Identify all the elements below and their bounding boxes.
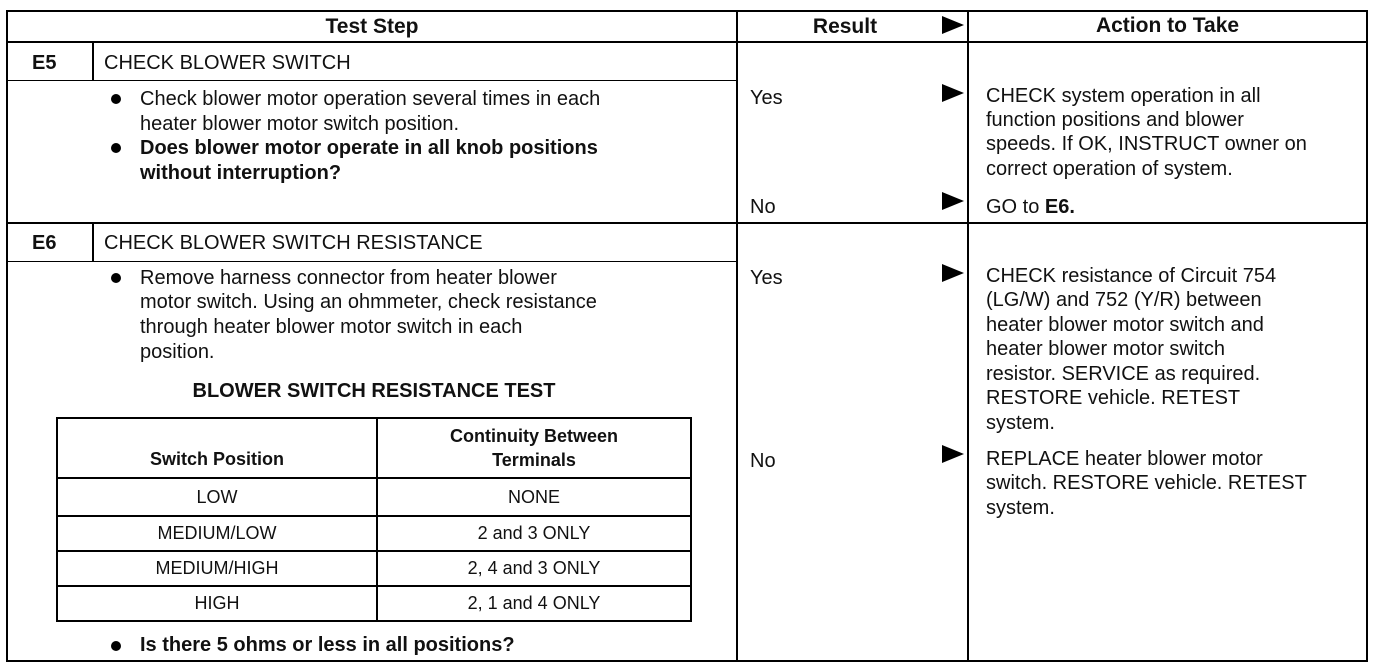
- e6-step-id: E6: [32, 232, 57, 254]
- e5-no-action: GO to E6.: [986, 195, 1075, 220]
- table-header-continuity-line2: Terminals: [492, 450, 576, 470]
- e5-yes-label: Yes: [750, 87, 783, 109]
- e6-id-divider: [92, 224, 94, 262]
- table-cell-continuity: 2, 1 and 4 ONLY: [376, 585, 692, 622]
- table-cell-position: MEDIUM/HIGH: [56, 550, 378, 587]
- table-cell-continuity: NONE: [376, 477, 692, 517]
- e6-yes-action-line3: heater blower motor switch and: [986, 314, 1264, 336]
- table-row: HIGH 2, 1 and 4 ONLY: [56, 585, 692, 622]
- e5-bullet2-icon: [111, 143, 121, 153]
- e6-bullet1-line1: Remove harness connector from heater blo…: [140, 267, 557, 289]
- e5-yes-action-line3: speeds. If OK, INSTRUCT owner on: [986, 133, 1307, 155]
- bottom-border: [6, 660, 1368, 662]
- top-border: [6, 10, 1368, 12]
- e5-bullet1-line1: Check blower motor operation several tim…: [140, 88, 601, 110]
- right-border: [1366, 10, 1368, 662]
- e6-bullet2: Is there 5 ohms or less in all positions…: [140, 634, 515, 656]
- e5-e6-separator: [6, 222, 1368, 224]
- e6-yes-action-line2: (LG/W) and 752 (Y/R) between: [986, 289, 1262, 311]
- e5-yes-action-line2: function positions and blower: [986, 109, 1244, 131]
- e5-bullet1-line2: heater blower motor switch position.: [140, 113, 460, 135]
- e5-step-title: CHECK BLOWER SWITCH: [104, 52, 351, 74]
- e5-bullet2-line1: Does blower motor operate in all knob po…: [140, 137, 598, 159]
- e5-no-arrow-icon: [942, 192, 964, 210]
- result-column-left-border: [736, 10, 738, 662]
- e6-yes-label: Yes: [750, 267, 783, 289]
- e5-yes-action-line4: correct operation of system.: [986, 158, 1233, 180]
- e6-bullet1-icon: [111, 273, 121, 283]
- e5-no-label: No: [750, 196, 776, 218]
- e5-bullet1-icon: [111, 94, 121, 104]
- table-row: MEDIUM/LOW 2 and 3 ONLY: [56, 515, 692, 552]
- e6-bullet1-line2: motor switch. Using an ohmmeter, check r…: [140, 291, 597, 313]
- table-header-continuity-line1: Continuity Between: [449, 426, 618, 446]
- header-bottom-border: [6, 41, 1368, 43]
- table-row: MEDIUM/HIGH 2, 4 and 3 ONLY: [56, 550, 692, 587]
- table-header-switch-position: Switch Position: [56, 417, 378, 479]
- left-border: [6, 10, 8, 662]
- table-cell-position: MEDIUM/LOW: [56, 515, 378, 552]
- header-arrow-icon: [942, 16, 964, 34]
- table-cell-position: LOW: [56, 477, 378, 517]
- e5-yes-arrow-icon: [942, 84, 964, 102]
- e6-bullet1-line4: position.: [140, 341, 215, 363]
- e6-yes-action-line7: system.: [986, 412, 1055, 434]
- e5-bullet2-line2: without interruption?: [140, 162, 342, 184]
- e5-id-divider: [92, 43, 94, 81]
- e5-step-id: E5: [32, 52, 57, 74]
- e5-no-action-prefix: GO to: [986, 196, 1045, 218]
- action-column-left-border: [967, 10, 969, 662]
- e6-step-title: CHECK BLOWER SWITCH RESISTANCE: [104, 232, 483, 254]
- e5-title-underline: [6, 80, 736, 81]
- e6-no-action-line1: REPLACE heater blower motor: [986, 448, 1263, 470]
- e6-no-action-line3: system.: [986, 497, 1055, 519]
- table-cell-continuity: 2 and 3 ONLY: [376, 515, 692, 552]
- e6-yes-action-line4: heater blower motor switch: [986, 338, 1225, 360]
- e6-no-label: No: [750, 450, 776, 472]
- e6-bullet2-icon: [111, 641, 121, 651]
- table-cell-position: HIGH: [56, 585, 378, 622]
- e5-no-action-target[interactable]: E6.: [1044, 196, 1075, 218]
- e6-yes-action-line1: CHECK resistance of Circuit 754: [986, 265, 1277, 287]
- header-result: Result: [812, 15, 878, 38]
- e6-bullet1-line3: through heater blower motor switch in ea…: [140, 316, 523, 338]
- e6-table-title: BLOWER SWITCH RESISTANCE TEST: [192, 380, 556, 402]
- e6-title-underline: [6, 261, 736, 262]
- header-test-step: Test Step: [325, 15, 419, 38]
- header-action: Action to Take: [1095, 14, 1240, 37]
- table-cell-continuity: 2, 4 and 3 ONLY: [376, 550, 692, 587]
- e5-yes-action-line1: CHECK system operation in all: [986, 85, 1261, 107]
- e6-no-action-line2: switch. RESTORE vehicle. RETEST: [986, 472, 1307, 494]
- e6-yes-action-line5: resistor. SERVICE as required.: [986, 363, 1261, 385]
- e6-no-arrow-icon: [942, 445, 964, 463]
- table-row: LOW NONE: [56, 477, 692, 517]
- e6-yes-action-line6: RESTORE vehicle. RETEST: [986, 387, 1241, 409]
- e6-yes-arrow-icon: [942, 264, 964, 282]
